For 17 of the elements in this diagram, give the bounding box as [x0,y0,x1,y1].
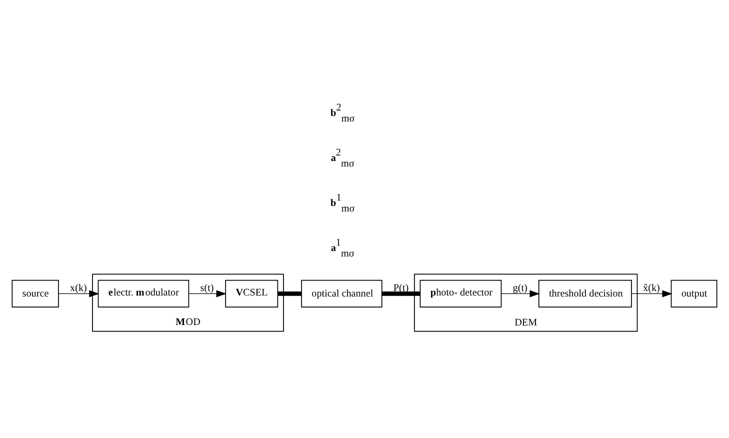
node-box: output [670,280,718,308]
connector [382,292,420,296]
node-box: VCSEL [225,280,278,308]
node-box: photo- detector [420,280,502,308]
arrow [58,290,100,298]
node-box: electr. modulator [98,280,190,308]
edge-label: x(k) [70,282,87,294]
arrow [501,290,540,298]
edge-label: x̂(k) [643,282,660,294]
edge-label: s(t) [200,282,214,294]
arrow [631,290,672,298]
edge-label: g(t) [512,282,528,294]
connector [278,292,302,296]
node-box: optical channel [301,280,382,308]
node-box: source [12,280,59,308]
arrow [188,290,226,298]
node-box: threshold decision [538,280,632,308]
